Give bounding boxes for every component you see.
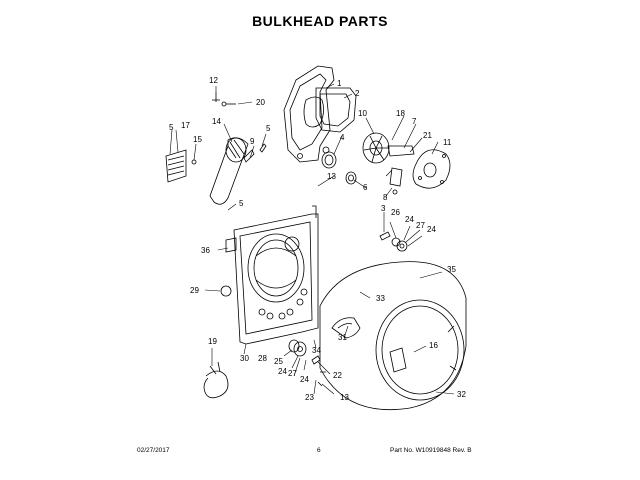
callout-8: 8: [383, 193, 388, 202]
callout-32: 32: [457, 390, 466, 399]
callout-13-bottom: 13: [340, 393, 349, 402]
footer-part-number: Part No. W10919848 Rev. B: [390, 447, 472, 454]
callout-16: 16: [429, 341, 438, 350]
footer-date: 02/27/2017: [137, 447, 170, 454]
callout-25: 25: [274, 357, 283, 366]
callout-5-bottom: 5: [239, 199, 244, 208]
callout-23: 23: [305, 393, 314, 402]
roller-parts-upper: [379, 231, 408, 252]
callout-24-lower-a: 24: [278, 367, 287, 376]
ring-part-6: [345, 171, 357, 185]
glide-part-29: [220, 285, 232, 297]
front-bulkhead-part: [225, 205, 319, 345]
shaft-parts: [387, 145, 415, 195]
callout-26: 26: [391, 208, 400, 217]
callout-19: 19: [208, 337, 217, 346]
callout-11: 11: [443, 138, 452, 147]
callout-20: 20: [256, 98, 265, 107]
callout-3: 3: [381, 204, 386, 213]
callout-24-upper-b: 24: [427, 225, 436, 234]
callout-5-left: 5: [169, 123, 174, 132]
callout-24-upper-a: 24: [405, 215, 414, 224]
callout-28: 28: [258, 354, 267, 363]
callout-4: 4: [340, 133, 345, 142]
dryer-drum-part: [319, 261, 467, 411]
callout-36: 36: [201, 246, 210, 255]
impeller-part: [362, 132, 390, 164]
callout-27-lower: 27: [288, 369, 297, 378]
callout-30: 30: [240, 354, 249, 363]
footer-page-number: 6: [317, 447, 321, 454]
callout-34: 34: [312, 346, 321, 355]
callout-22: 22: [333, 371, 342, 380]
upper-bulkhead-part: [283, 65, 357, 163]
callout-31: 31: [338, 333, 347, 342]
callout-33: 33: [376, 294, 385, 303]
lint-duct-part: [209, 137, 249, 205]
callout-10: 10: [358, 109, 367, 118]
callout-7: 7: [412, 117, 417, 126]
page-title: BULKHEAD PARTS: [252, 13, 388, 29]
callout-12: 12: [209, 76, 218, 85]
wire-harness-part: [203, 361, 229, 399]
clip-part-9: [243, 143, 267, 163]
leader-lines: [169, 83, 455, 395]
callout-15: 15: [193, 135, 202, 144]
callout-labels: 1 2 3 4 5 5 5 6 7 8 9 10 11 12 13 13 14 …: [169, 76, 466, 402]
screw-part-12: [212, 92, 220, 102]
callout-14: 14: [212, 117, 221, 126]
callout-1: 1: [337, 79, 342, 88]
blower-housing-part: [412, 149, 451, 189]
ring-part-4: [321, 151, 337, 169]
callout-9: 9: [250, 137, 255, 146]
roller-parts-lower: [288, 339, 326, 387]
callout-17: 17: [181, 121, 190, 130]
callout-29: 29: [190, 286, 199, 295]
callout-21: 21: [423, 131, 432, 140]
callout-6: 6: [363, 183, 368, 192]
callout-18: 18: [396, 109, 405, 118]
callout-5-right: 5: [266, 124, 271, 133]
lint-filter-part: [165, 149, 197, 183]
callout-35: 35: [447, 265, 456, 274]
callout-24-lower-b: 24: [300, 375, 309, 384]
callout-2: 2: [355, 89, 360, 98]
callout-27-upper: 27: [416, 221, 425, 230]
callout-13-top: 13: [327, 172, 336, 181]
screw-part-20: [221, 101, 236, 107]
